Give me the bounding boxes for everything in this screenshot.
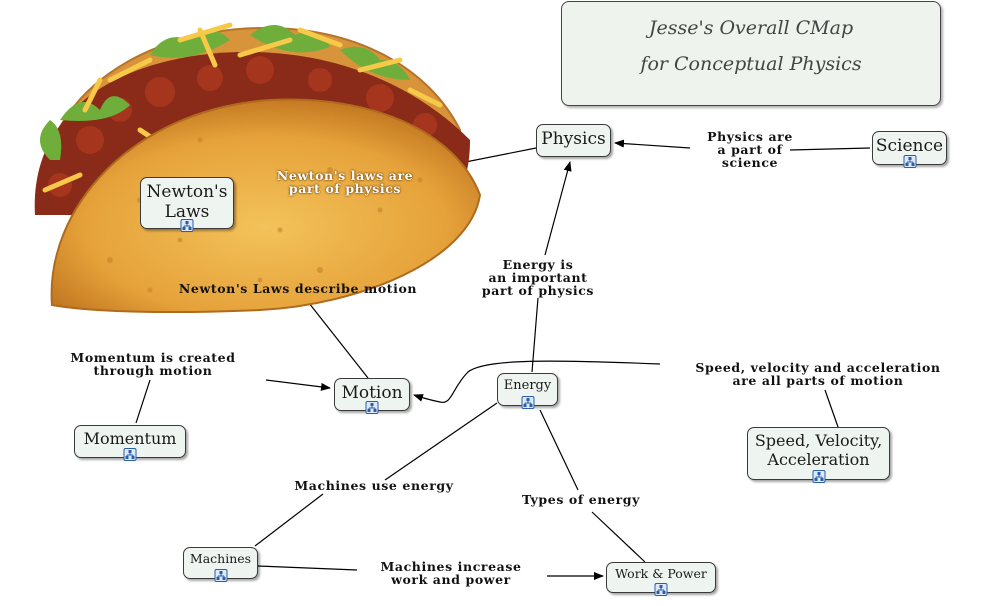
- node-motion[interactable]: Motion: [334, 378, 410, 414]
- node-motion-label: Motion: [341, 383, 403, 403]
- line-physics-science-arrow: [614, 139, 691, 149]
- line-energy-work-bottom: [591, 511, 646, 563]
- line-machines-increase-left: [257, 565, 358, 571]
- cmap-title: Jesse's Overall CMap for Conceptual Phys…: [640, 17, 862, 76]
- line-momentum-motion-arrow: [265, 379, 331, 391]
- link-momentum-created[interactable]: Momentum is created through motion: [70, 350, 236, 378]
- link-energy-important[interactable]: Energy is an important part of physics: [481, 257, 595, 298]
- line-speed-motion-curve: [413, 360, 661, 403]
- node-machines[interactable]: Machines: [183, 547, 258, 582]
- line-speed-motion-right: [824, 389, 839, 428]
- cmap-hierarchy-icon[interactable]: [180, 219, 194, 232]
- title-box: Jesse's Overall CMap for Conceptual Phys…: [561, 1, 941, 106]
- line-newtons-motion-bottom: [304, 297, 369, 379]
- cmap-hierarchy-icon[interactable]: [812, 470, 825, 483]
- node-newtons-laws[interactable]: Newton's Laws: [140, 177, 234, 232]
- link-speed-parts-of-motion[interactable]: Speed, velocity and acceleration are all…: [695, 360, 941, 388]
- taco-image: [34, 22, 482, 314]
- node-work-power[interactable]: Work & Power: [606, 562, 716, 596]
- line-energy-machines-bottom: [254, 493, 324, 547]
- node-momentum[interactable]: Momentum: [74, 425, 186, 461]
- node-physics-label: Physics: [541, 129, 606, 149]
- cmap-hierarchy-icon[interactable]: [521, 396, 534, 409]
- line-energy-work-top: [539, 409, 579, 491]
- line-energy-physics-top: [544, 161, 572, 256]
- cmap-hierarchy-icon[interactable]: [123, 448, 137, 461]
- link-types-of-energy[interactable]: Types of energy: [522, 492, 640, 507]
- line-momentum-link: [135, 379, 151, 424]
- link-newtons-part-of-physics[interactable]: Newton's laws are part of physics: [276, 168, 414, 196]
- link-machines-use-energy[interactable]: Machines use energy: [294, 478, 454, 493]
- node-speed-label: Speed, Velocity, Acceleration: [754, 431, 883, 469]
- cmap-hierarchy-icon[interactable]: [365, 401, 379, 414]
- line-energy-machines-top: [384, 402, 498, 481]
- cmap-hierarchy-icon[interactable]: [903, 155, 916, 168]
- link-newtons-describe-motion[interactable]: Newton's Laws describe motion: [178, 281, 418, 296]
- node-work-power-label: Work & Power: [615, 566, 707, 581]
- node-momentum-label: Momentum: [83, 429, 177, 448]
- link-machines-increase[interactable]: Machines increase work and power: [380, 559, 522, 587]
- line-energy-physics-bottom: [531, 297, 539, 373]
- node-science[interactable]: Science: [872, 131, 947, 168]
- node-machines-label: Machines: [189, 551, 252, 566]
- node-energy[interactable]: Energy: [497, 373, 558, 409]
- line-science-physics: [789, 147, 871, 151]
- node-physics[interactable]: Physics: [536, 124, 611, 157]
- node-science-label: Science: [875, 136, 944, 156]
- cmap-hierarchy-icon[interactable]: [214, 569, 227, 582]
- cmap-hierarchy-icon[interactable]: [654, 583, 668, 596]
- node-speed-velocity-acceleration[interactable]: Speed, Velocity, Acceleration: [747, 427, 890, 483]
- node-energy-label: Energy: [503, 378, 552, 393]
- node-newtons-laws-label: Newton's Laws: [146, 182, 228, 223]
- link-physics-part-of-science[interactable]: Physics are a part of science: [707, 129, 793, 170]
